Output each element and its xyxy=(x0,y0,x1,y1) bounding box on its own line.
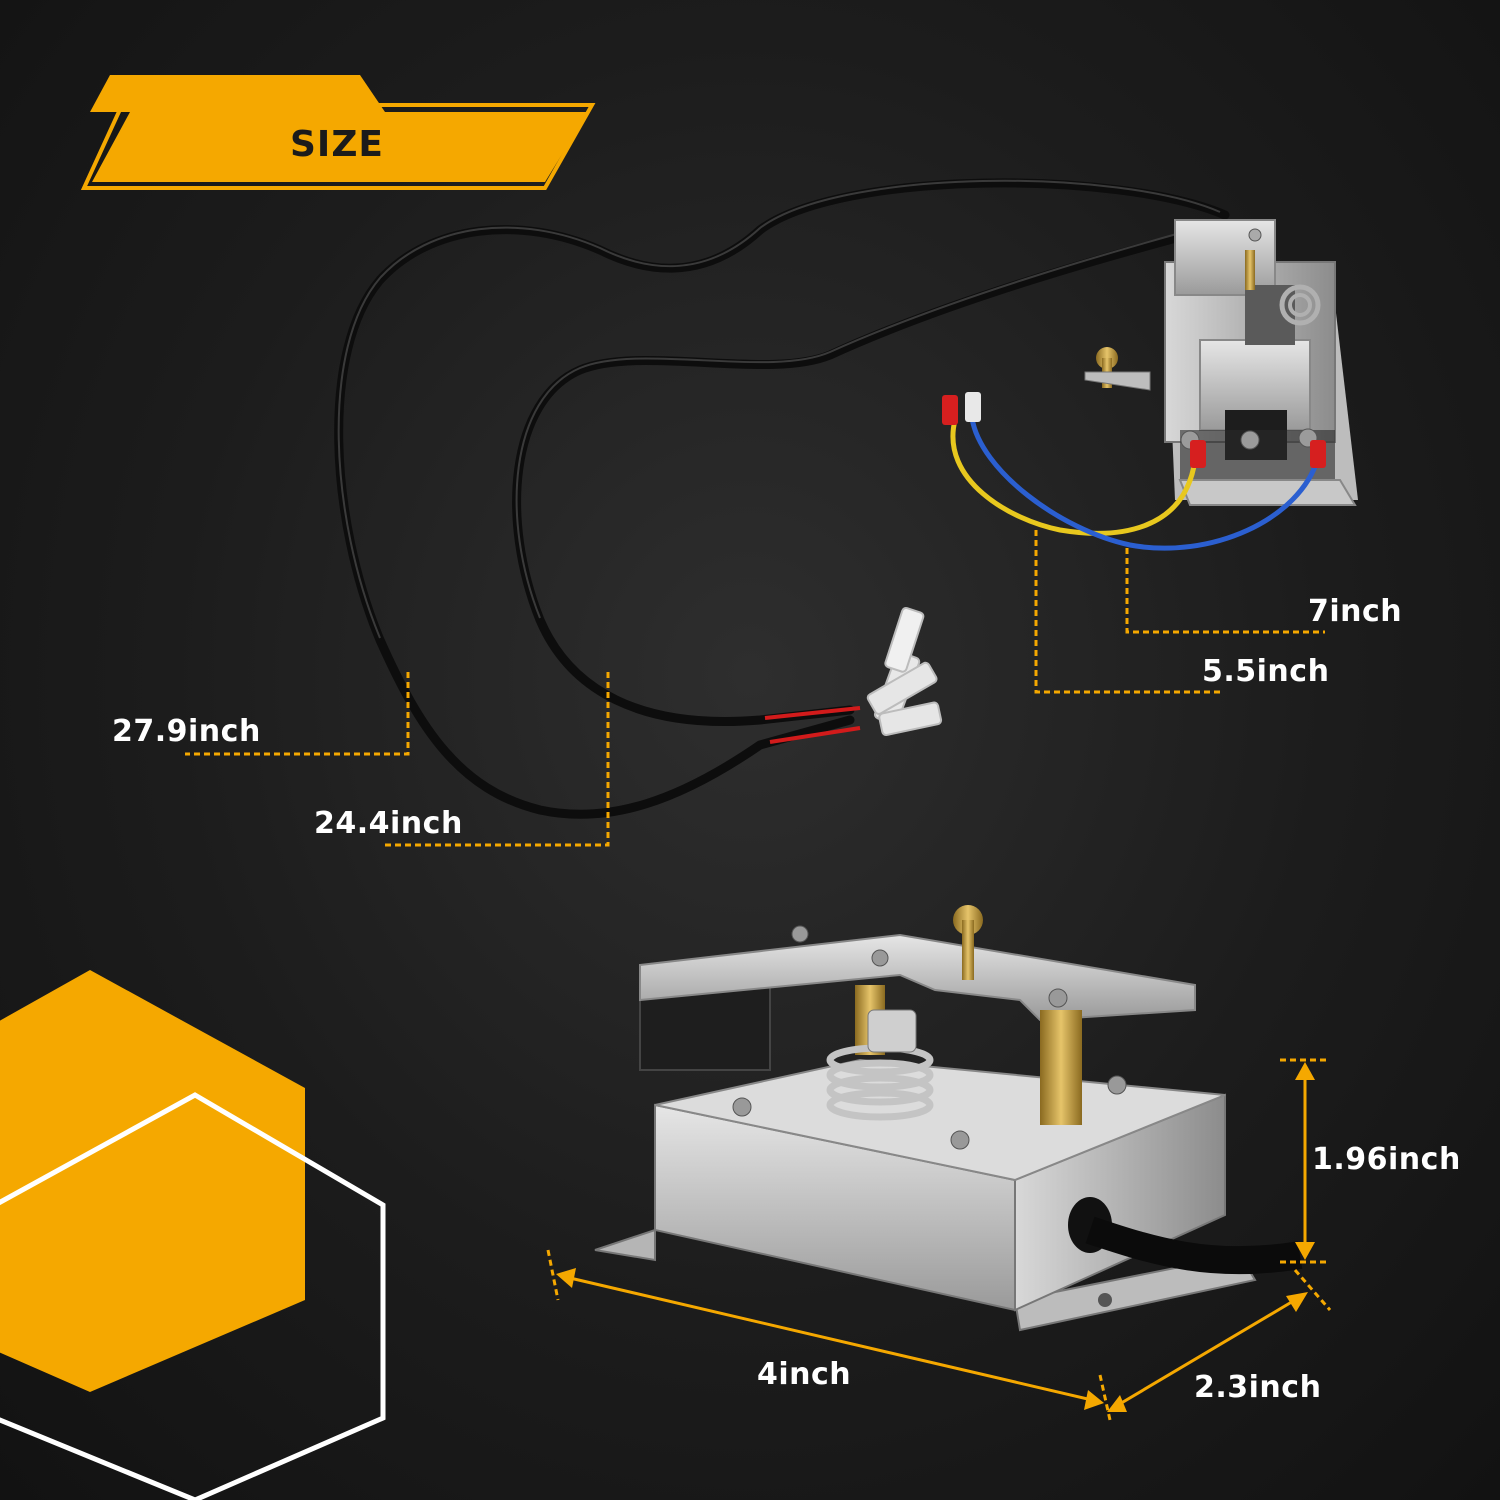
dimension-guides-top xyxy=(185,530,1325,847)
throttle-switch-top-view xyxy=(1084,219,1358,506)
red-wire-ends xyxy=(764,706,861,744)
decorative-hexagon-outline xyxy=(0,1092,386,1500)
yellow-wire-length-label: 5.5inch xyxy=(1202,654,1330,689)
quick-connectors xyxy=(866,607,943,737)
length-label: 4inch xyxy=(757,1357,852,1392)
banner-title: SIZE xyxy=(290,124,385,165)
width-label: 2.3inch xyxy=(1194,1370,1322,1405)
cable-inner-length-label: 24.4inch xyxy=(314,806,463,841)
decorative-hexagon-filled xyxy=(0,970,305,1392)
size-banner xyxy=(80,75,596,190)
blue-wire-length-label: 7inch xyxy=(1308,594,1403,629)
black-cable xyxy=(334,178,1230,819)
cable-outer-length-label: 27.9inch xyxy=(112,714,261,749)
dimension-arrows-bottom xyxy=(546,1058,1332,1421)
blue-wire xyxy=(965,392,1326,551)
height-label: 1.96inch xyxy=(1312,1142,1461,1177)
throttle-switch-side-view xyxy=(594,905,1303,1332)
yellow-wire xyxy=(942,395,1198,536)
cable-highlight xyxy=(337,179,1221,639)
